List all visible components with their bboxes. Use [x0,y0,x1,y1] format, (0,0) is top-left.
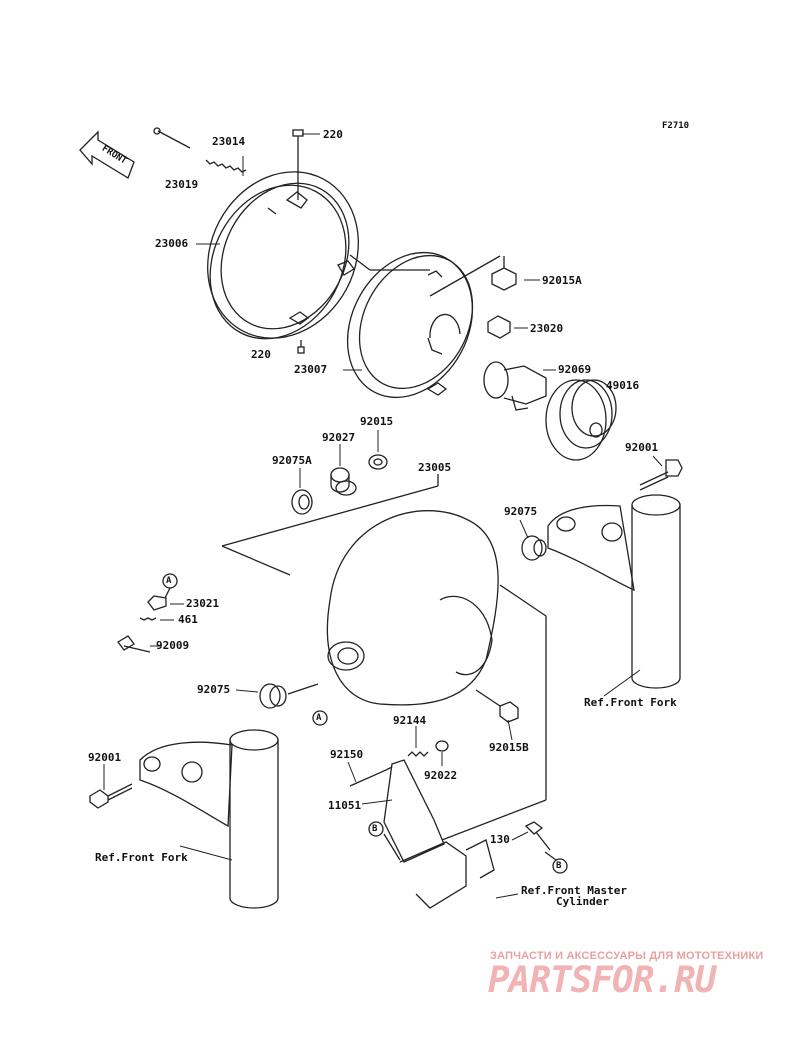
label-92069: 92069 [558,363,592,376]
nut-92015 [368,454,388,470]
fork-tube-left [229,729,279,909]
label-23020: 23020 [530,322,564,335]
label-220-top: 220 [323,128,343,141]
housing-23005 [221,474,547,800]
label-ref-master-cylinder-2: Cylinder [556,895,609,908]
label-461: 461 [178,613,198,626]
nut-92015B [475,689,519,723]
screw-220-bottom [297,340,305,354]
label-92144: 92144 [393,714,427,727]
grommet-92075-right [521,535,547,561]
label-23005: 23005 [418,461,452,474]
label-ref-front-fork-right: Ref.Front Fork [584,696,677,709]
label-23021: 23021 [186,597,220,610]
label-92015B: 92015B [489,741,529,754]
lens-unit-23007 [346,251,474,399]
label-49016: 49016 [606,379,640,392]
marker-b-circle [368,821,384,837]
label-92075-right: 92075 [504,505,538,518]
label-92015: 92015 [360,415,394,428]
leader-lines [103,133,663,899]
bolt-130 [524,821,551,851]
label-92022: 92022 [424,769,458,782]
fork-tube-right [631,494,681,689]
fork-bracket-right [547,504,635,592]
spring-461 [139,617,157,621]
marker-a-2: A [316,713,322,723]
marker-a-circle [312,710,328,726]
boot-49016 [545,379,617,461]
label-ref-master-cylinder-1: Ref.Front Master [521,884,627,897]
screw-92150 [349,766,393,787]
label-92027: 92027 [322,431,356,444]
label-92150: 92150 [330,748,364,761]
label-23006: 23006 [155,237,189,250]
watermark-tagline: ЗАПЧАСТИ И АКСЕССУАРЫ ДЛЯ МОТОТЕХНИКИ [490,950,764,962]
marker-a-1: A [166,576,172,586]
figure-code: F2710 [662,121,690,131]
block-23020 [487,315,511,339]
label-23014: 23014 [212,135,246,148]
front-arrow-icon [79,130,135,179]
screw-220-top [292,129,304,200]
marker-b-1: B [372,824,378,834]
marker-b-2: B [556,861,562,871]
spring-92144 [407,751,429,757]
label-92009: 92009 [156,639,190,652]
label-92001-left: 92001 [88,751,122,764]
label-ref-front-fork-left: Ref.Front Fork [95,851,188,864]
label-23019: 23019 [165,178,199,191]
spring-23014 [205,159,247,173]
label-11051: 11051 [328,799,362,812]
cap-23021 [147,587,171,611]
grommet-92075A [291,489,313,515]
collar-92027 [330,467,357,496]
bulb-92069 [483,361,547,411]
label-92001-right: 92001 [625,441,659,454]
screw-23019 [153,127,191,149]
nut-92015A [429,255,517,297]
label-92075A: 92075A [272,454,312,467]
label-92075-left: 92075 [197,683,231,696]
washer-92022 [435,740,449,752]
label-23007: 23007 [294,363,328,376]
grommet-92075-left [259,683,319,709]
bracket-11051 [383,759,547,909]
label-92015A: 92015A [542,274,582,287]
watermark-logo: PARTSFOR.RU [488,960,716,1001]
bolt-92001-left [89,783,133,809]
fork-bracket-left [139,741,233,828]
label-220-bottom: 220 [251,348,271,361]
label-130: 130 [490,833,510,846]
bolt-92001-right [639,459,683,491]
screw-92009 [117,635,151,653]
marker-b-circle [552,858,568,874]
headlight-rim-23006 [207,171,359,340]
